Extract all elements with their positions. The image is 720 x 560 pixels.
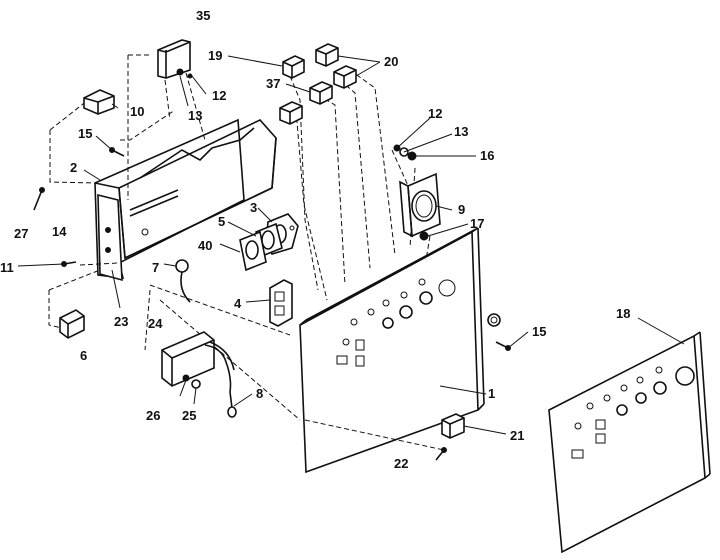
callout-14: 14 bbox=[52, 224, 67, 239]
front-panel-part-1 bbox=[299, 227, 485, 474]
wire-lead-part-8 bbox=[227, 391, 237, 418]
callout-15-right: 15 bbox=[532, 324, 546, 339]
block-part-10 bbox=[83, 89, 115, 115]
callout-4: 4 bbox=[234, 296, 242, 311]
callout-12-top: 12 bbox=[212, 88, 226, 103]
callout-25: 25 bbox=[182, 408, 196, 423]
callout-2: 2 bbox=[70, 160, 77, 175]
callout-35: 35 bbox=[196, 8, 210, 23]
screws bbox=[33, 73, 511, 461]
chassis-bracket-part-2 bbox=[94, 118, 277, 282]
callout-leaders bbox=[17, 55, 685, 435]
callout-17: 17 bbox=[470, 216, 484, 231]
rectifier-module-part-24 bbox=[161, 331, 235, 393]
callout-37: 37 bbox=[266, 76, 280, 91]
callout-13-top: 13 bbox=[188, 108, 202, 123]
relay-part-35 bbox=[157, 39, 191, 79]
switch-part-20 bbox=[315, 43, 357, 89]
fuse-holder-part-6 bbox=[59, 309, 85, 339]
callout-20: 20 bbox=[384, 54, 398, 69]
callout-11: 11 bbox=[0, 260, 14, 275]
callout-21: 21 bbox=[510, 428, 524, 443]
callout-1: 1 bbox=[488, 386, 495, 401]
callout-19: 19 bbox=[208, 48, 222, 63]
callout-23: 23 bbox=[114, 314, 128, 329]
callout-22: 22 bbox=[394, 456, 408, 471]
switch-part-19 bbox=[282, 55, 305, 79]
callout-labels: 35 19 20 37 12 13 10 15 2 27 14 11 23 24… bbox=[0, 8, 630, 471]
switch-part-37 bbox=[309, 81, 333, 105]
callout-40: 40 bbox=[198, 238, 212, 253]
callout-16: 16 bbox=[480, 148, 494, 163]
callout-8: 8 bbox=[256, 386, 263, 401]
callout-7: 7 bbox=[152, 260, 159, 275]
callout-6: 6 bbox=[80, 348, 87, 363]
callout-18: 18 bbox=[616, 306, 630, 321]
callout-13-right: 13 bbox=[454, 124, 468, 139]
callout-3: 3 bbox=[250, 200, 257, 215]
callout-12-right: 12 bbox=[428, 106, 442, 121]
knob-on-panel bbox=[487, 313, 501, 327]
callout-15-left: 15 bbox=[78, 126, 92, 141]
callout-10: 10 bbox=[130, 104, 144, 119]
strain-relief-part-7 bbox=[175, 259, 191, 303]
socket-part-21 bbox=[441, 413, 465, 439]
meter-part-9 bbox=[399, 172, 441, 241]
duplex-outlet-part-4 bbox=[269, 279, 293, 327]
callout-27: 27 bbox=[14, 226, 28, 241]
callout-9: 9 bbox=[458, 202, 465, 217]
callout-5: 5 bbox=[218, 214, 225, 229]
panel-decal-part-18 bbox=[548, 331, 711, 554]
callout-24: 24 bbox=[148, 316, 163, 331]
callout-26: 26 bbox=[146, 408, 160, 423]
switch-part-unlabeled bbox=[279, 101, 303, 125]
